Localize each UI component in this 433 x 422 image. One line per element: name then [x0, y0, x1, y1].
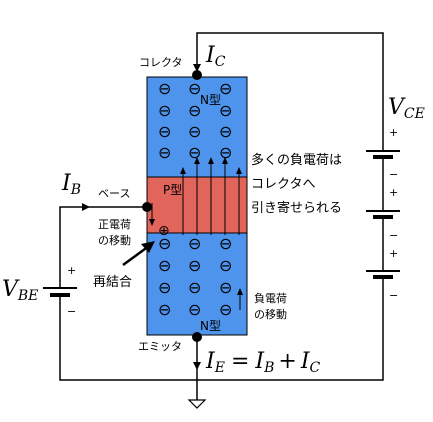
electron-move-arrowhead: [237, 288, 243, 295]
hole-move-line2: の移動: [98, 233, 131, 247]
many-electrons-line3: 引き寄せられる: [251, 200, 342, 216]
electron-grid-bottom: ⊖ ⊖ ⊖ ⊖ ⊖ ⊖ ⊖ ⊖ ⊖ ⊖ ⊖ ⊖: [158, 234, 232, 319]
ib-symbol: IB: [61, 171, 81, 198]
electron-glyph: ⊖: [188, 300, 201, 319]
electron-glyph: ⊖: [219, 101, 232, 120]
base-label: ベース: [98, 187, 130, 200]
emitter-label: エミッタ: [138, 340, 182, 353]
electron-glyph: ⊖: [219, 256, 232, 275]
electron-glyph: ⊖: [188, 122, 201, 141]
n-type-label-bottom: N型: [200, 319, 221, 333]
hole-glyph: ⊕: [158, 223, 170, 239]
n-type-label-top: N型: [200, 93, 221, 107]
vbe-plus: +: [67, 264, 76, 277]
vce-cell2-plus: +: [389, 186, 398, 199]
vce-battery-icon: [366, 150, 400, 279]
electron-glyph: ⊖: [188, 278, 201, 297]
electron-move-line1: 負電荷: [254, 292, 287, 305]
ie-equation: IE=IB+IC: [205, 349, 321, 376]
vce-cell3-minus: −: [389, 289, 398, 302]
hole-move-line1: 正電荷: [98, 218, 131, 231]
electron-glyph: ⊖: [219, 122, 232, 141]
many-electrons-line1: 多くの負電荷は: [251, 152, 342, 168]
electron-move-line2: の移動: [254, 307, 287, 321]
base-terminal-dot: [142, 202, 152, 212]
p-type-label: P型: [163, 183, 182, 197]
electron-glyph: ⊖: [188, 256, 201, 275]
ground-icon: [187, 399, 207, 409]
recombination-arrow: [122, 244, 150, 267]
vce-cell1-minus: −: [389, 168, 398, 181]
electron-glyph: ⊖: [219, 143, 232, 162]
electron-flow-arrows: [182, 162, 240, 235]
vbe-symbol: VBE: [2, 277, 38, 304]
vce-symbol: VCE: [388, 95, 425, 122]
electron-glyph: ⊖: [219, 278, 232, 297]
electron-glyph: ⊖: [158, 234, 171, 253]
ic-arrowhead: [193, 64, 201, 72]
electron-glyph: ⊖: [158, 101, 171, 120]
electron-glyph: ⊖: [158, 122, 171, 141]
ic-symbol: IC: [205, 43, 226, 70]
electron-flow-arrowheads: [180, 157, 242, 174]
electron-glyph: ⊖: [158, 143, 171, 162]
ie-arrowhead: [193, 362, 201, 370]
electron-glyph: ⊖: [219, 234, 232, 253]
vbe-minus: −: [67, 305, 76, 318]
electron-glyph: ⊖: [188, 79, 201, 98]
vce-cell2-minus: −: [389, 229, 398, 242]
recombination-arrowhead: [141, 241, 155, 253]
electron-glyph: ⊖: [188, 101, 201, 120]
collector-label: コレクタ: [139, 56, 183, 69]
vce-cell1-plus: +: [389, 126, 398, 139]
electron-grid-top: ⊖ ⊖ ⊖ ⊖ ⊖ ⊖ ⊖ ⊖ ⊖ ⊖ ⊖ ⊖: [158, 79, 232, 162]
electron-glyph: ⊖: [188, 143, 201, 162]
collector-terminal-dot: [192, 70, 202, 80]
hole-move-arrowhead: [149, 219, 155, 226]
recombination-label: 再結合: [93, 275, 132, 290]
many-electrons-line2: コレクタへ: [251, 177, 315, 192]
electron-glyph: ⊖: [219, 79, 232, 98]
emitter-terminal-dot: [192, 332, 202, 342]
vbe-battery-icon: [43, 287, 77, 297]
ib-arrowhead: [82, 203, 90, 211]
electron-glyph: ⊖: [158, 300, 171, 319]
electron-glyph: ⊖: [158, 278, 171, 297]
electron-glyph: ⊖: [219, 300, 232, 319]
electron-glyph: ⊖: [158, 256, 171, 275]
vce-cell3-plus: +: [389, 247, 398, 260]
electron-glyph: ⊖: [158, 79, 171, 98]
electron-glyph: ⊖: [188, 234, 201, 253]
